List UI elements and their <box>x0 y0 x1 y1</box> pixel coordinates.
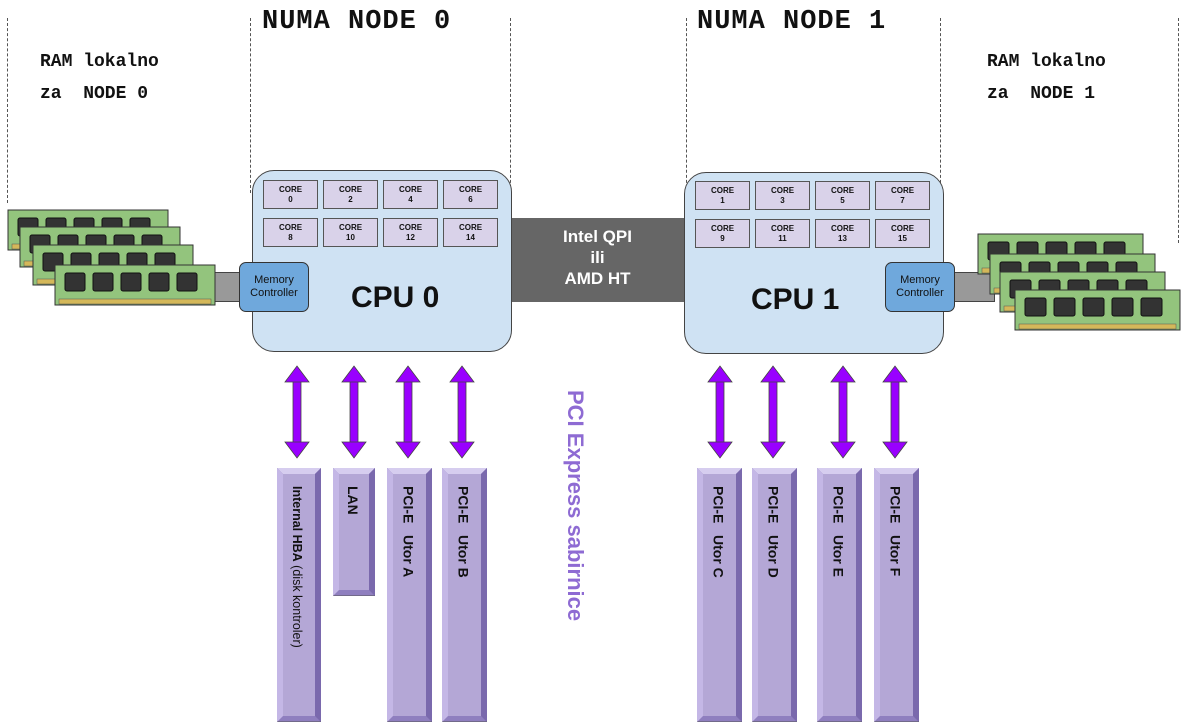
ram-node-0-label: RAM lokalno za NODE 0 <box>40 52 159 104</box>
ram-module-icon <box>7 209 216 306</box>
memory-controller-0: Memory Controller <box>239 262 309 312</box>
expansion-slot[interactable]: PCI-E Utor D <box>752 468 797 722</box>
numa1-boundary-left <box>686 18 687 193</box>
slot-label-text: PCI-E Utor D <box>765 486 782 578</box>
expansion-slot[interactable]: PCI-E Utor B <box>442 468 487 722</box>
bidirectional-arrow-icon <box>449 365 475 459</box>
slot-bevel-icon <box>874 468 919 722</box>
slot-bevel-icon <box>387 468 432 722</box>
slot-label: PCI-E Utor A <box>401 486 417 577</box>
expansion-slot[interactable]: LAN <box>333 468 375 596</box>
slot-label-subtext: (disk kontroler) <box>290 561 304 648</box>
pcie-bus-label: PCI Express sabirnice <box>563 390 588 622</box>
ram-module-icon <box>977 233 1181 331</box>
bidirectional-arrow-icon <box>830 365 856 459</box>
expansion-slot[interactable]: PCI-E Utor E <box>817 468 862 722</box>
slot-bevel-icon <box>817 468 862 722</box>
bidirectional-arrow-icon <box>760 365 786 459</box>
ram-stick-icon <box>1014 289 1181 331</box>
slot-label: PCI-E Utor C <box>711 486 727 578</box>
cpu-0-label: CPU 0 <box>351 281 440 314</box>
slot-label: PCI-E Utor E <box>831 486 847 577</box>
slot-bevel-icon <box>752 468 797 722</box>
slot-label: PCI-E Utor B <box>456 486 472 578</box>
ram1-boundary-right <box>1178 18 1179 243</box>
expansion-slot[interactable]: Internal HBA (disk kontroler) <box>277 468 321 722</box>
slot-label-text: PCI-E Utor E <box>830 486 847 578</box>
slot-label: LAN <box>345 486 361 515</box>
bidirectional-arrow-icon <box>341 365 367 459</box>
ram-stick-icon <box>54 264 216 306</box>
numa1-boundary-right <box>940 18 941 193</box>
slot-bevel-icon <box>442 468 487 722</box>
bidirectional-arrow-icon <box>395 365 421 459</box>
ram-modules-node-0 <box>7 209 216 306</box>
slot-label-text: PCI-E Utor C <box>710 486 727 578</box>
expansion-slot[interactable]: PCI-E Utor C <box>697 468 742 722</box>
slot-label-text: LAN <box>345 486 361 515</box>
cpu-1-label: CPU 1 <box>751 283 840 316</box>
ram0-boundary-left <box>7 18 8 203</box>
slot-label: PCI-E Utor D <box>766 486 782 578</box>
numa-node-1-title: NUMA NODE 1 <box>697 7 887 37</box>
numa-node-0-title: NUMA NODE 0 <box>262 7 452 37</box>
ram-node-1-label: RAM lokalno za NODE 1 <box>987 52 1106 104</box>
pcie-arrows <box>284 365 908 459</box>
slot-label-text: Internal HBA <box>290 486 304 562</box>
slot-label-text: PCI-E Utor A <box>400 486 417 578</box>
interconnect-bar: Intel QPI ili AMD HT <box>505 218 690 302</box>
slot-label-text: PCI-E Utor B <box>455 486 472 578</box>
slot-bevel-icon <box>697 468 742 722</box>
numa0-boundary-right <box>510 18 511 193</box>
slot-bevel-icon <box>333 468 375 596</box>
slot-label-text: PCI-E Utor F <box>887 486 904 577</box>
bidirectional-arrow-icon <box>882 365 908 459</box>
memory-controller-1: Memory Controller <box>885 262 955 312</box>
expansion-slot[interactable]: PCI-E Utor F <box>874 468 919 722</box>
numa0-boundary-left <box>250 18 251 193</box>
expansion-slot[interactable]: PCI-E Utor A <box>387 468 432 722</box>
bidirectional-arrow-icon <box>284 365 310 459</box>
ram-modules-node-1 <box>977 233 1181 331</box>
bidirectional-arrow-icon <box>707 365 733 459</box>
slot-label: PCI-E Utor F <box>888 486 904 576</box>
interconnect-label: Intel QPI ili AMD HT <box>563 227 632 288</box>
slot-label: Internal HBA (disk kontroler) <box>290 486 304 648</box>
slot-bevel-icon <box>277 468 321 722</box>
